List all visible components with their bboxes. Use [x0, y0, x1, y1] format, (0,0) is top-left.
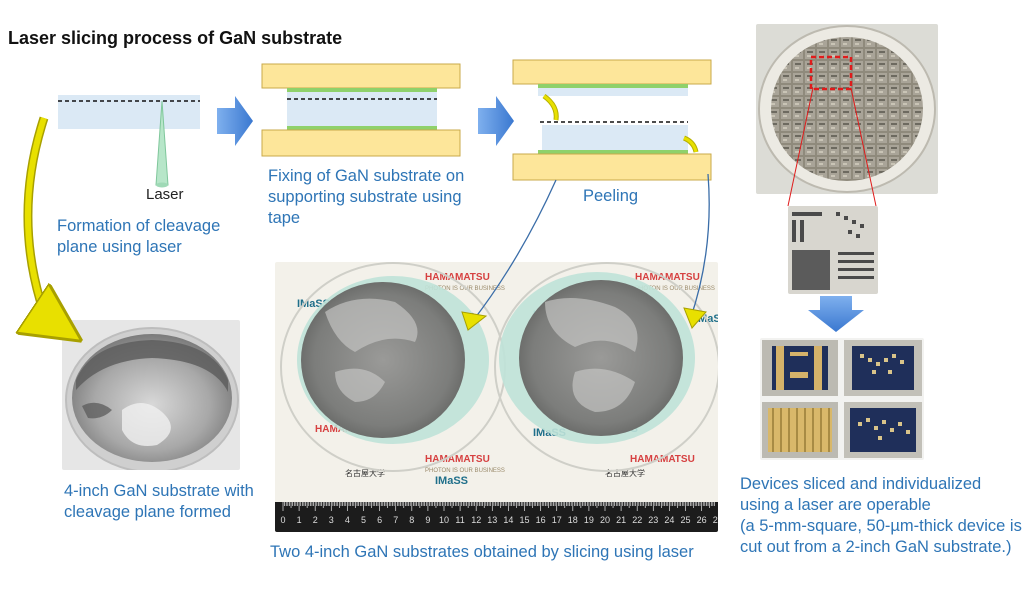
lower-gan-block — [542, 125, 688, 150]
top-tape — [287, 88, 437, 92]
laser-beam-base — [156, 182, 168, 188]
bottom-tape — [538, 150, 688, 154]
ruler-number: 18 — [568, 515, 578, 525]
bottom-support-plate — [512, 153, 712, 181]
ruler-number: 11 — [455, 515, 464, 525]
svg-text:名古屋大学: 名古屋大学 — [605, 468, 645, 478]
formation-caption: Formation of cleavage plane using laser — [57, 217, 221, 256]
process-arrow-icon — [478, 96, 514, 146]
bottom-tape — [287, 126, 437, 130]
bottom-support-plate — [261, 129, 461, 157]
zoom-lines — [787, 87, 877, 207]
devices-caption: Devices sliced and individualized using … — [740, 474, 1022, 558]
ruler-number: 4 — [345, 515, 350, 525]
device-chip — [844, 402, 922, 458]
ruler-number: 23 — [648, 515, 658, 525]
four-inch-caption: 4-inch GaN substrate with cleavage plane… — [64, 482, 254, 521]
two-substrates-photo: HAMAMATSU HAMAMATSU HAMAMATSU HAMAMATSU … — [275, 262, 718, 532]
ruler-number: 6 — [377, 515, 382, 525]
ruler-number: 24 — [664, 515, 674, 525]
ruler-number: 16 — [536, 515, 546, 525]
page-title: Laser slicing process of GaN substrate — [8, 28, 343, 48]
watermark-brand: HAMAMATSU — [425, 272, 490, 283]
ruler-number: 5 — [361, 515, 366, 525]
top-support-plate — [512, 59, 712, 85]
peeling-diagram — [512, 59, 712, 181]
svg-text:HAMAMATSU: HAMAMATSU — [425, 454, 490, 465]
ruler-number: 25 — [680, 515, 690, 525]
zoom-callout-icon — [809, 55, 853, 91]
svg-text:IMaSS: IMaSS — [435, 475, 468, 487]
device-chips-photo — [760, 338, 924, 460]
svg-text:PHOTON IS OUR BUSINESS: PHOTON IS OUR BUSINESS — [425, 468, 505, 474]
device-chip — [844, 340, 922, 396]
device-chip — [762, 402, 838, 458]
ruler-number: 26 — [697, 515, 707, 525]
fixing-diagram — [261, 63, 461, 157]
ruler-number: 22 — [632, 515, 642, 525]
peeling-caption: Peeling — [583, 187, 639, 205]
ruler-number: 17 — [552, 515, 562, 525]
ruler-number: 14 — [503, 515, 513, 525]
top-tape — [538, 84, 688, 88]
ruler-number: 3 — [329, 515, 334, 525]
ruler-number: 12 — [471, 515, 481, 525]
four-inch-substrate-photo — [62, 320, 240, 470]
ruler-number: 7 — [393, 515, 398, 525]
devices-caption-line2: (a 5-mm-square, 50-µm-thick device is cu… — [740, 517, 1022, 556]
ruler-number: 8 — [409, 515, 414, 525]
process-arrow-icon — [217, 96, 253, 146]
laser-label: Laser — [146, 186, 184, 203]
ruler-number: 13 — [487, 515, 497, 525]
devices-caption-line1: Devices sliced and individualized using … — [740, 475, 982, 514]
two-substrates-caption: Two 4-inch GaN substrates obtained by sl… — [270, 543, 694, 561]
zoomed-device-photo — [788, 206, 878, 294]
ruler-number: 15 — [519, 515, 529, 525]
watermark-university: 名古屋大学 — [345, 468, 385, 478]
top-support-plate — [261, 63, 461, 89]
laser-formation-diagram — [58, 95, 200, 188]
ruler-number: 19 — [584, 515, 594, 525]
ruler-number: 27 — [713, 515, 718, 525]
svg-text:HAMAMATSU: HAMAMATSU — [635, 272, 700, 283]
ruler-number: 0 — [280, 515, 285, 525]
ruler-number: 9 — [425, 515, 430, 525]
ruler-number: 20 — [600, 515, 610, 525]
fixing-caption: Fixing of GaN substrate on supporting su… — [268, 167, 465, 227]
ruler-number: 10 — [439, 515, 449, 525]
device-chip — [762, 340, 838, 396]
process-arrow-icon — [808, 296, 864, 332]
ruler-number: 1 — [297, 515, 302, 525]
ruler-number: 21 — [616, 515, 626, 525]
gan-substrate-block — [287, 92, 437, 126]
ruler — [275, 502, 718, 532]
svg-text:PHOTON IS OUR BUSINESS: PHOTON IS OUR BUSINESS — [635, 286, 715, 292]
device-wafer-photo — [756, 24, 938, 194]
svg-text:HAMAMATSU: HAMAMATSU — [630, 454, 695, 465]
watermark-slogan: PHOTON IS OUR BUSINESS — [425, 286, 505, 292]
ruler-number: 2 — [313, 515, 318, 525]
peeled-upper-gan — [538, 88, 688, 96]
